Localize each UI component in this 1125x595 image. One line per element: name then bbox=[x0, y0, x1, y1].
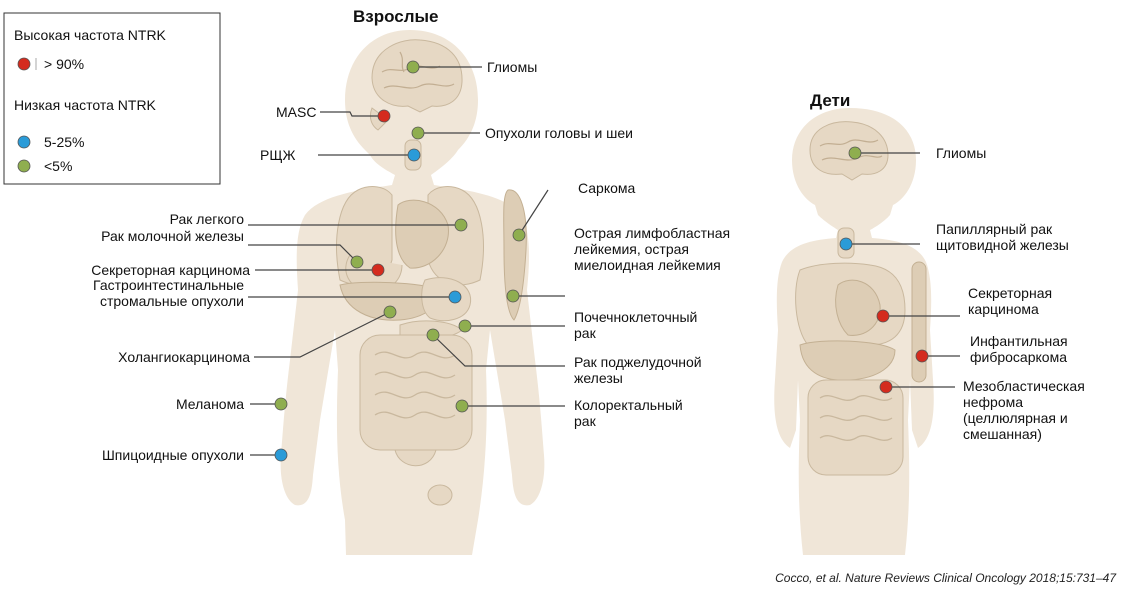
label-gliomas: Глиомы bbox=[487, 59, 537, 75]
dot-child-papillary bbox=[840, 238, 852, 250]
label-child-papillary-2: щитовидной железы bbox=[936, 237, 1069, 253]
label-child-fibrosarcoma-1: Инфантильная bbox=[970, 333, 1068, 349]
legend-blue-dot bbox=[18, 136, 30, 148]
dot-child-nephroma bbox=[880, 381, 892, 393]
label-child-nephroma-2: нефрома bbox=[963, 394, 1023, 410]
label-gist-1: Гастроинтестинальные bbox=[93, 277, 244, 293]
child-labels: Глиомы Папиллярный рак щитовидной железы… bbox=[936, 145, 1085, 442]
dot-melanoma bbox=[275, 398, 287, 410]
label-child-secretory-1: Секреторная bbox=[968, 285, 1052, 301]
legend: Высокая частота NTRK > 90% Низкая частот… bbox=[4, 13, 220, 184]
legend-green-dot bbox=[18, 160, 30, 172]
dot-gist bbox=[449, 291, 461, 303]
label-child-fibrosarcoma-2: фибросаркома bbox=[970, 349, 1067, 365]
adult-organ-lower bbox=[428, 485, 452, 505]
children-title: Дети bbox=[810, 91, 850, 110]
dot-thyroid bbox=[408, 149, 420, 161]
dot-pancreas bbox=[427, 329, 439, 341]
label-renal-1: Почечноклеточный bbox=[574, 309, 697, 325]
dot-colorectal bbox=[456, 400, 468, 412]
legend-high-item: > 90% bbox=[44, 56, 84, 72]
label-leukemia-1: Острая лимфобластная bbox=[574, 225, 730, 241]
legend-low-title: Низкая частота NTRK bbox=[14, 97, 157, 113]
child-figure bbox=[774, 108, 934, 555]
dot-cholangio bbox=[384, 306, 396, 318]
label-gist-2: стромальные опухоли bbox=[100, 293, 244, 309]
label-spitz: Шпицоидные опухоли bbox=[102, 447, 244, 463]
label-colorectal-2: рак bbox=[574, 413, 597, 429]
label-child-nephroma-1: Мезобластическая bbox=[963, 378, 1085, 394]
label-pancreas-2: железы bbox=[574, 370, 623, 386]
label-cholangio: Холангиокарцинома bbox=[118, 349, 250, 365]
dot-gliomas bbox=[407, 61, 419, 73]
dot-renal bbox=[459, 320, 471, 332]
label-breast: Рак молочной железы bbox=[101, 228, 244, 244]
label-sarcoma: Саркома bbox=[578, 180, 636, 196]
label-renal-2: рак bbox=[574, 325, 597, 341]
dot-child-fibrosarcoma bbox=[916, 350, 928, 362]
adults-title: Взрослые bbox=[353, 7, 439, 26]
adult-brain bbox=[372, 40, 462, 112]
dot-child-gliomas bbox=[849, 147, 861, 159]
legend-high-title: Высокая частота NTRK bbox=[14, 27, 167, 43]
label-head-neck: Опухоли головы и шеи bbox=[485, 125, 633, 141]
label-leukemia-2: лейкемия, острая bbox=[574, 241, 689, 257]
dot-lung bbox=[455, 219, 467, 231]
label-leukemia-3: миелоидная лейкемия bbox=[574, 257, 721, 273]
label-thyroid: РЩЖ bbox=[260, 147, 295, 163]
dot-breast bbox=[351, 256, 363, 268]
label-melanoma: Меланома bbox=[176, 396, 244, 412]
dot-spitz bbox=[275, 449, 287, 461]
dot-head-neck bbox=[412, 127, 424, 139]
legend-low-item1: 5-25% bbox=[44, 134, 84, 150]
dot-masc bbox=[378, 110, 390, 122]
label-colorectal-1: Колоректальный bbox=[574, 397, 683, 413]
dot-sarcoma bbox=[513, 229, 525, 241]
legend-red-dot bbox=[18, 58, 30, 70]
label-child-gliomas: Глиомы bbox=[936, 145, 986, 161]
label-child-nephroma-3: (целлюлярная и bbox=[963, 410, 1068, 426]
label-child-papillary-1: Папиллярный рак bbox=[936, 221, 1053, 237]
label-secretory: Секреторная карцинома bbox=[91, 262, 250, 278]
adult-figure bbox=[281, 30, 545, 555]
citation: Cocco, et al. Nature Reviews Clinical On… bbox=[775, 571, 1117, 585]
label-child-nephroma-4: смешанная) bbox=[963, 426, 1042, 442]
child-intestines bbox=[808, 380, 903, 475]
label-pancreas-1: Рак поджелудочной bbox=[574, 354, 702, 370]
label-masc: MASC bbox=[276, 104, 316, 120]
dot-secretory bbox=[372, 264, 384, 276]
label-lung: Рак легкого bbox=[170, 211, 245, 227]
dot-leukemia bbox=[507, 290, 519, 302]
legend-low-item2: <5% bbox=[44, 158, 72, 174]
label-child-secretory-2: карцинома bbox=[968, 301, 1039, 317]
adult-colon bbox=[360, 335, 472, 450]
child-arm-bone bbox=[912, 262, 926, 382]
dot-child-secretory bbox=[877, 310, 889, 322]
